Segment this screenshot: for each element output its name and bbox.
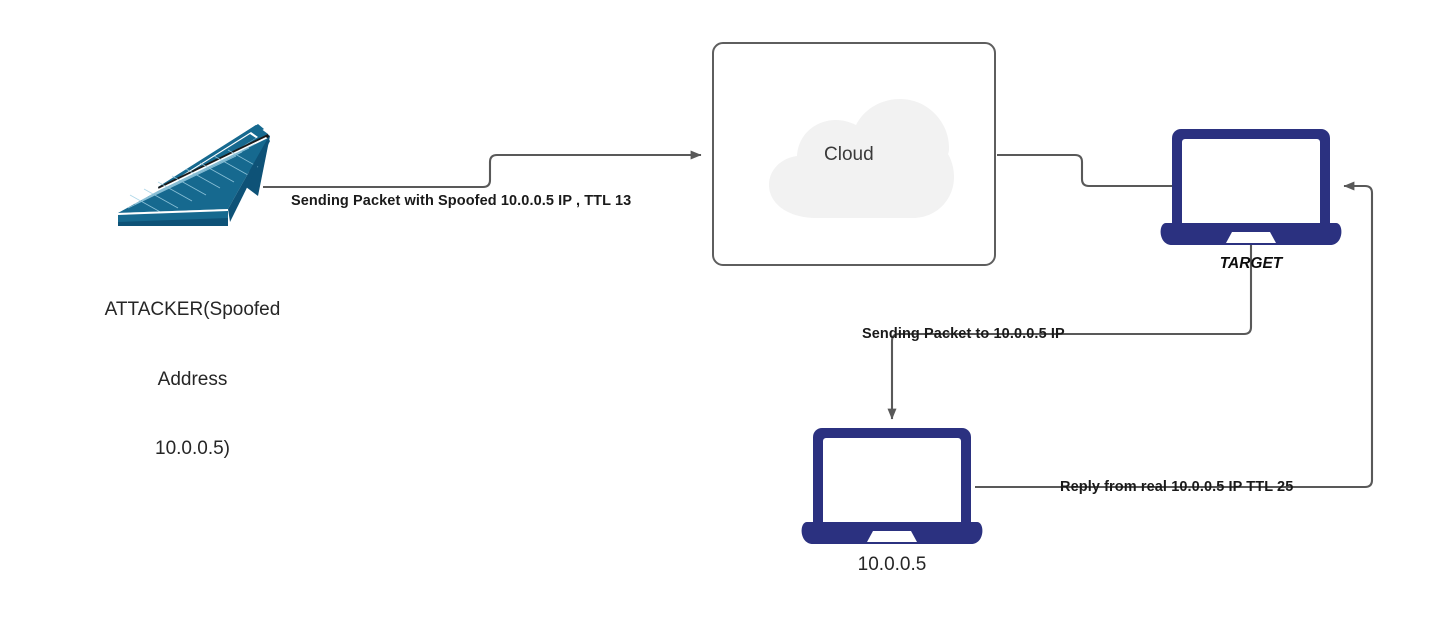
edge-attacker-to-cloud bbox=[263, 150, 702, 189]
cloud-label: Cloud bbox=[824, 144, 874, 165]
laptop-isometric-icon[interactable] bbox=[108, 123, 278, 227]
edge-target-to-victim bbox=[887, 243, 1253, 420]
cloud-icon bbox=[769, 99, 954, 218]
laptop-icon[interactable] bbox=[799, 426, 985, 544]
laptop-icon[interactable] bbox=[1158, 127, 1344, 245]
edge-cloud-to-target bbox=[997, 153, 1172, 188]
attacker-label-line3: 10.0.0.5) bbox=[155, 438, 230, 460]
edge-label-target-to-victim: Sending Packet to 10.0.0.5 IP bbox=[862, 326, 1065, 342]
edge-label-victim-to-target: Reply from real 10.0.0.5 IP TTL 25 bbox=[1060, 479, 1294, 495]
edge-victim-to-target bbox=[975, 181, 1374, 489]
attacker-label: ATTACKER(Spoofed Address 10.0.0.5) bbox=[60, 252, 325, 507]
attacker-label-line2: Address bbox=[157, 368, 228, 390]
edge-label-attacker-to-cloud: Sending Packet with Spoofed 10.0.0.5 IP … bbox=[291, 193, 632, 209]
victim-label: 10.0.0.5 bbox=[857, 554, 927, 575]
target-label: TARGET bbox=[1219, 255, 1283, 272]
attacker-label-line1: ATTACKER(Spoofed bbox=[104, 299, 281, 321]
